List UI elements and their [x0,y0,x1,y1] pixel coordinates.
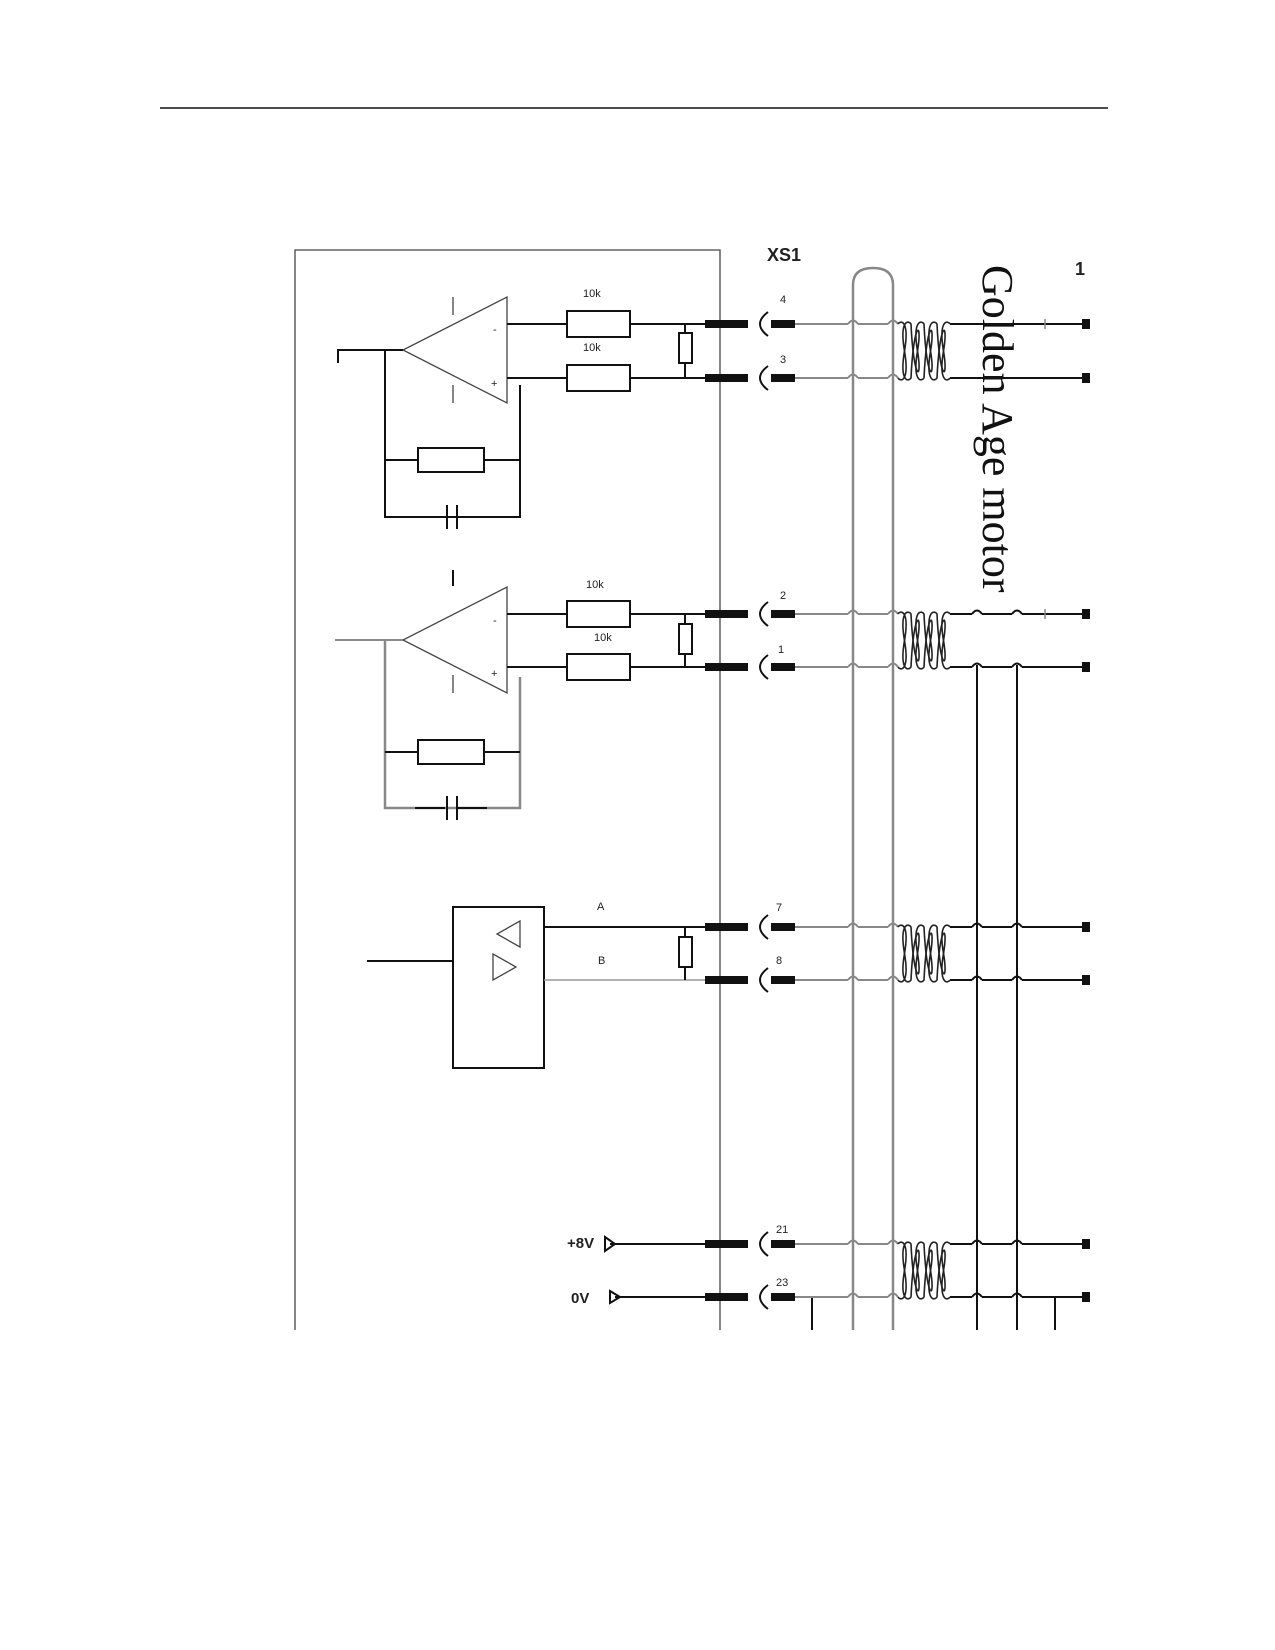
pin-8: 8 [776,955,782,967]
motor-title: Golden Age motor [973,265,1022,593]
pin-2: 2 [780,590,786,602]
resistor-2-label: 10k [583,342,601,354]
cable-shield-loop [851,266,895,1330]
bus-crossing [1011,662,1023,668]
pin-1: 1 [778,644,784,656]
opamp-stage-1: - + 10k 10k [337,288,705,529]
right-edge-mark: 1 [1075,259,1085,279]
resistor-1 [566,310,631,338]
resistor-3 [566,600,631,628]
opamp-2-plus: + [491,668,497,680]
ground-label: 0V [571,1290,589,1307]
termination-resistor-3 [678,936,693,968]
opamp-2-triangle [401,585,508,695]
shield-crossing [847,1292,859,1298]
resistor-4-label: 10k [594,632,612,644]
power-inputs: +8V 0V [567,1235,705,1307]
bus-crossing [1011,922,1023,928]
bus-crossing [1011,975,1023,981]
resistor-2 [566,364,631,392]
opamp-1-plus: + [491,378,497,390]
module-enclosure [294,249,721,1330]
twisted-pair-coil [897,611,951,670]
connector-name: XS1 [767,245,801,265]
terminal-blocks [1082,319,1090,1302]
twisted-pair-coil [897,1241,951,1300]
bus-crossing [1011,1292,1023,1298]
shield-crossing [887,975,899,981]
bus-crossing [971,1239,983,1245]
bus-crossing [1011,1239,1023,1245]
opamp-1-output [337,349,403,363]
shield-crossing [887,1292,899,1298]
twisted-pair-coil [897,321,951,381]
bus-crossing [971,609,983,615]
termination-resistor-1 [678,332,693,364]
pin-7: 7 [776,902,782,914]
pin-4: 4 [780,294,786,306]
pin-21: 21 [776,1224,788,1236]
twisted-pair-coil [897,924,951,983]
shield-crossing [887,922,899,928]
supply-label: +8V [567,1235,594,1252]
shield-crossing [847,319,859,325]
signal-a-label: A [597,901,605,913]
opamp-1-triangle [401,295,508,405]
bus-crossing [971,1292,983,1298]
pin-3: 3 [780,354,786,366]
connector-pins: 4 3 2 1 7 8 21 23 [705,294,795,1310]
line-driver: A B [367,901,705,1069]
bus-crossing [971,922,983,928]
driver-triangle-left [495,919,521,949]
resistor-1-label: 10k [583,288,601,300]
shield-crossing [847,975,859,981]
feedback-resistor-1 [417,447,485,473]
signal-b-label: B [598,955,605,967]
shield-crossing [847,373,859,379]
bus-crossing [971,662,983,668]
bus-crossing [971,975,983,981]
twisted-pair-coil [897,321,951,381]
opamp-1-minus: - [493,324,497,336]
opamp-stage-2: - + 10k 10k [335,570,705,820]
shield-crossing [887,1239,899,1245]
resistor-3-label: 10k [586,579,604,591]
bus-crossing [1011,609,1023,615]
opamp-2-minus: - [493,615,497,627]
driver-triangle-right [492,952,518,982]
driver-box [452,906,545,1069]
shield-crossing [847,609,859,615]
cable-wiring [795,319,1082,1300]
shield-crossing [887,319,899,325]
twisted-pair-coil [897,611,951,670]
shield-crossing [847,922,859,928]
feedback-resistor-2 [417,739,485,765]
shield-crossing [887,373,899,379]
shield-crossing [847,1239,859,1245]
resistor-4 [566,653,631,681]
termination-resistor-2 [678,623,693,655]
shield-crossing [847,662,859,668]
pin-23: 23 [776,1277,788,1289]
twisted-pair-coil [897,1241,951,1300]
shield-crossing [887,609,899,615]
shield-crossing [887,662,899,668]
twisted-pair-coil [897,924,951,983]
